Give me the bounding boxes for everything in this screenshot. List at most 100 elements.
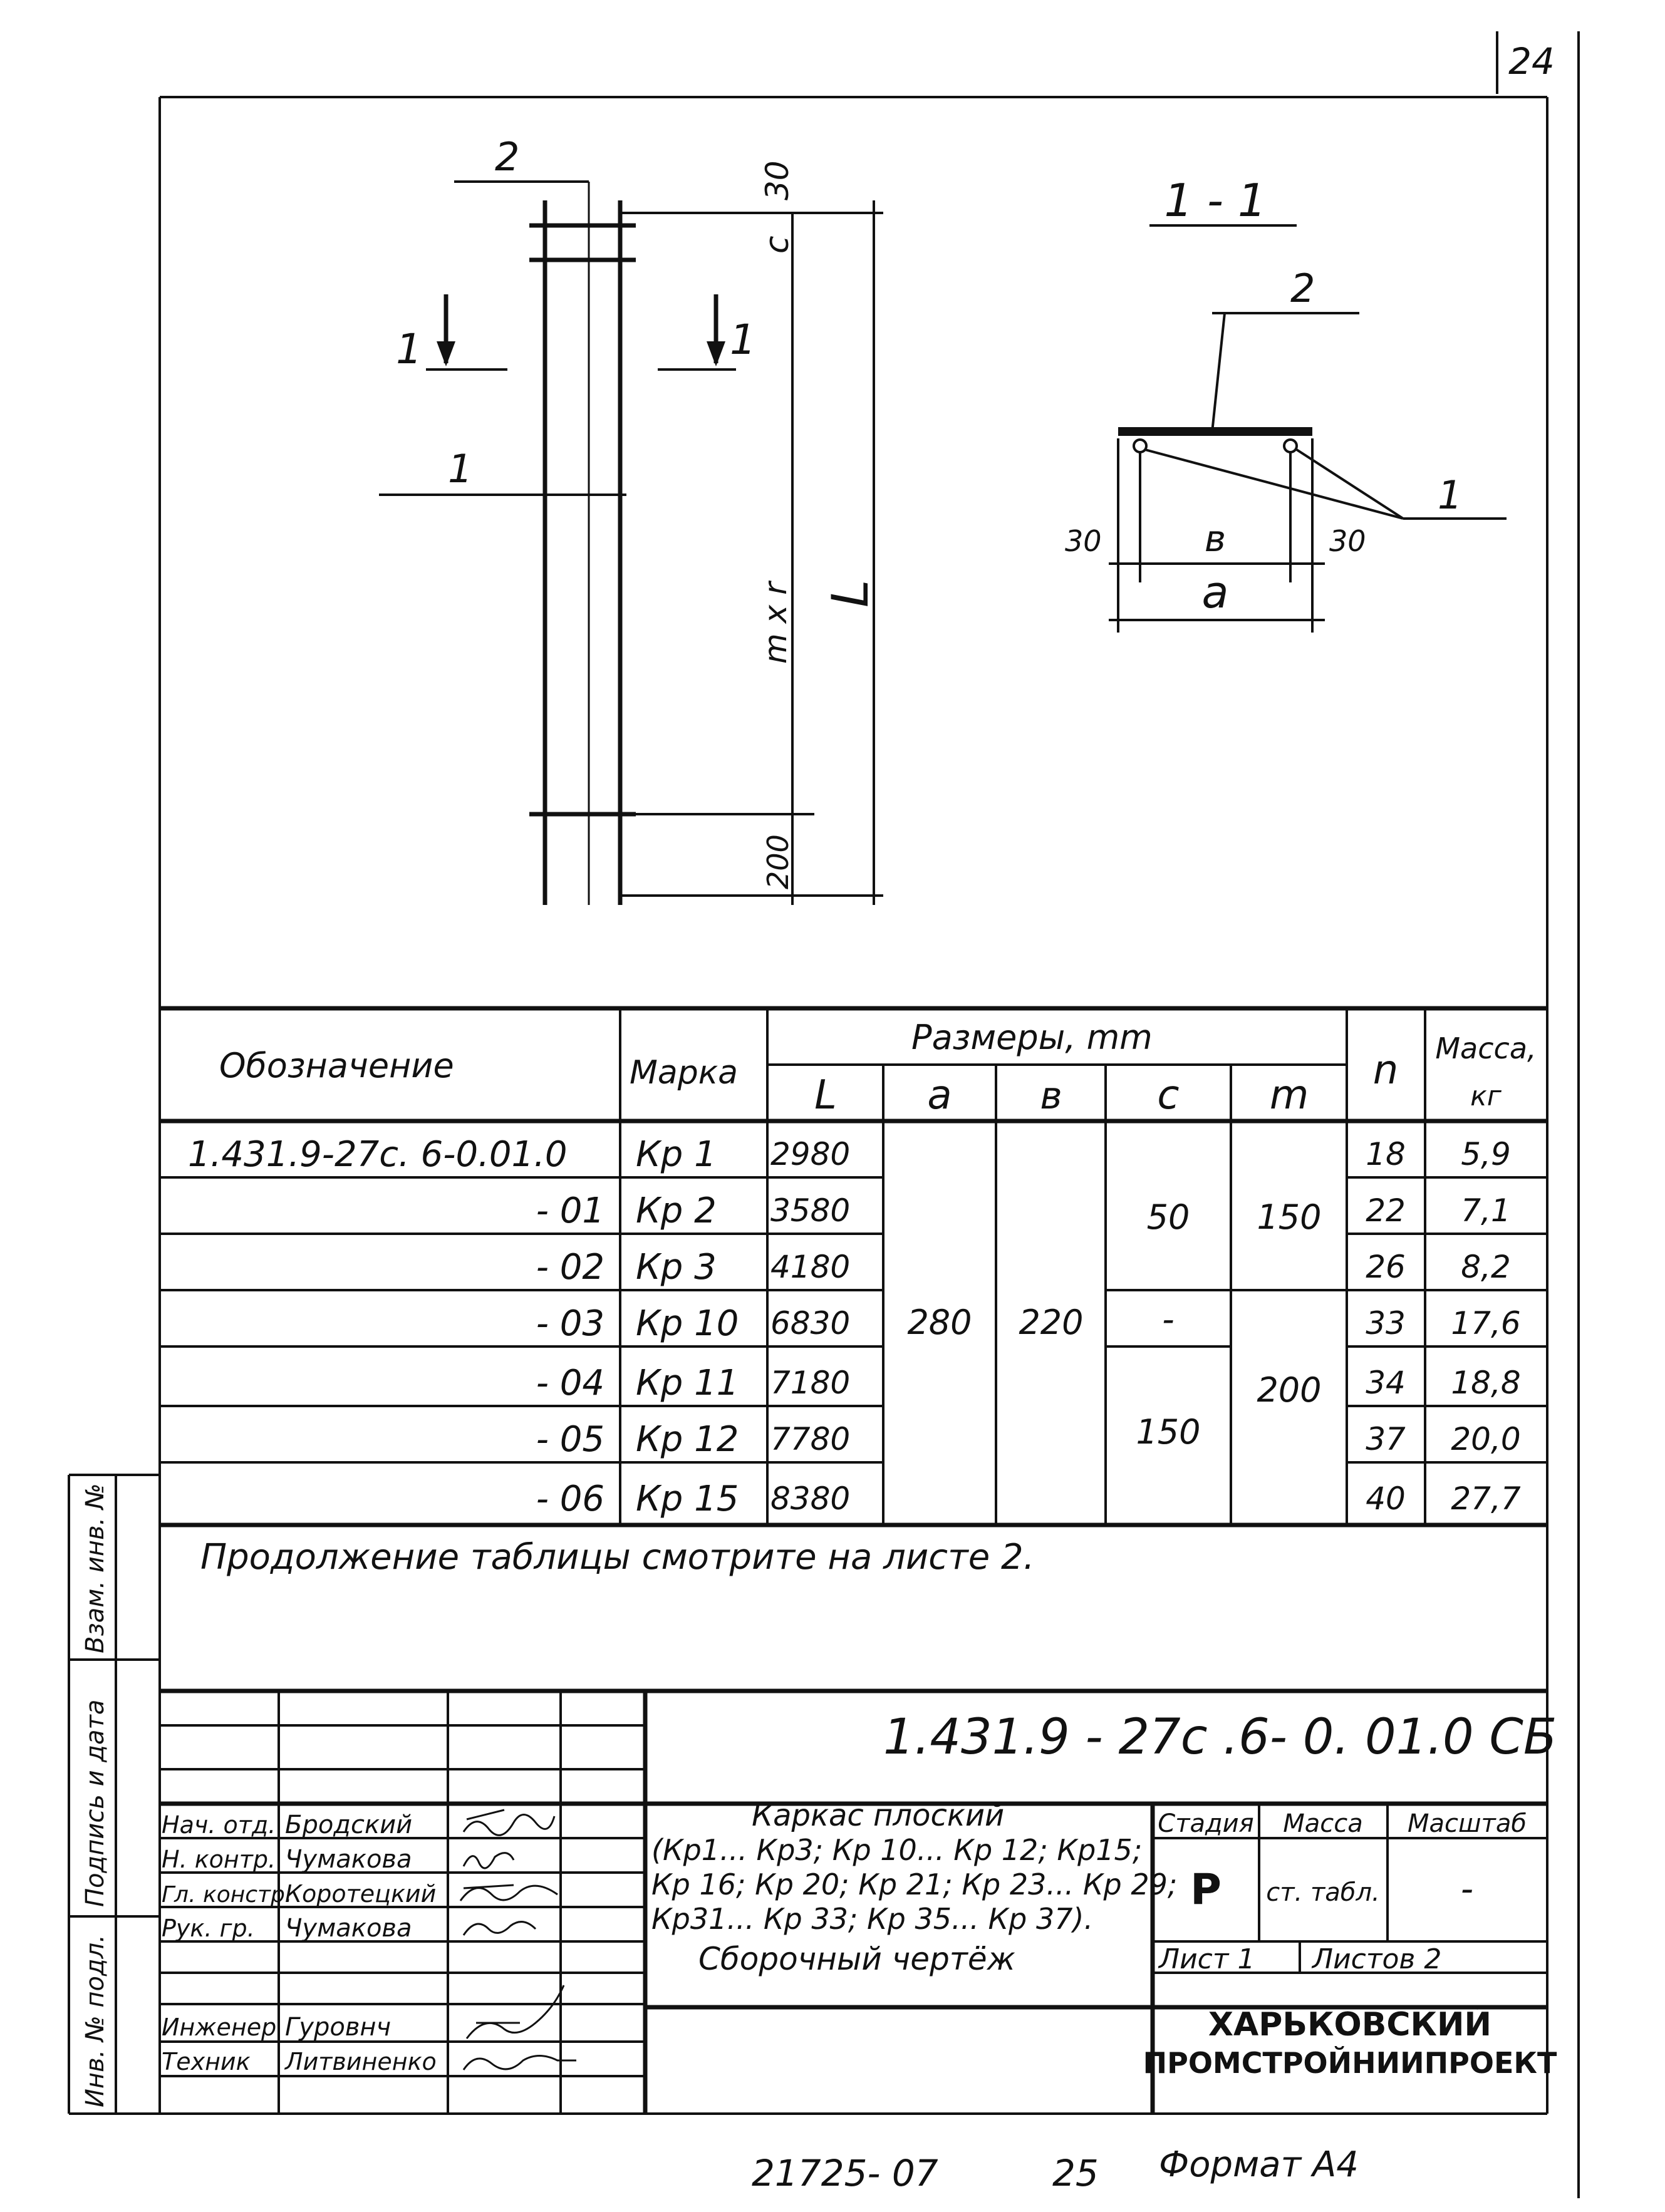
dim-bottom-200: 200	[761, 834, 795, 889]
cell-a-merged: 280	[907, 1303, 972, 1342]
staff-role: Нач. отд.	[162, 1811, 276, 1839]
cell-c-mid: -	[1162, 1300, 1175, 1339]
side-inv-orig: Инв. № подл.	[81, 1935, 110, 2107]
cell-L: 7180	[770, 1365, 850, 1401]
section-title: 1 - 1	[1164, 174, 1266, 227]
side-inv-replace: Взам. инв. №	[81, 1483, 110, 1653]
dim-top-30: 30	[759, 160, 796, 200]
cell-mass: 27,7	[1451, 1481, 1521, 1517]
cell-designation: - 03	[536, 1303, 604, 1344]
cell-mark: Кр 15	[636, 1479, 739, 1519]
elevation-pos2-label: 2	[495, 134, 519, 180]
staff-role: Рук. гр.	[162, 1915, 255, 1942]
cell-c-bot: 150	[1136, 1412, 1200, 1452]
staff-name: Литвиненко	[284, 2048, 437, 2075]
cell-mass: 5,9	[1461, 1136, 1511, 1172]
cell-designation: 1.431.9-27c. 6-0.01.0	[188, 1134, 568, 1175]
cell-designation: - 05	[536, 1419, 604, 1460]
title-line: (Кр1... Кр3; Кр 10... Кр 12; Кр15;	[651, 1833, 1142, 1867]
cell-designation: - 04	[536, 1363, 604, 1403]
dim-m-x-r: m x r	[757, 580, 794, 664]
th-c: c	[1157, 1072, 1179, 1119]
staff-name: Чумакова	[285, 1845, 412, 1874]
cell-mass: 8,2	[1461, 1249, 1511, 1285]
page-frame	[158, 31, 1580, 2198]
cell-designation: - 01	[536, 1191, 604, 1231]
dim-c: c	[759, 235, 796, 254]
cell-mark: Кр 3	[636, 1247, 717, 1288]
staff-name: Коротецкий	[285, 1880, 436, 1908]
org-line2: ПРОМСТРОЙНИИПРОЕКТ	[1143, 2046, 1557, 2080]
cell-n: 26	[1366, 1249, 1406, 1285]
cell-n: 37	[1366, 1421, 1406, 1457]
scale-label: Масштаб	[1408, 1809, 1527, 1838]
staff-name: Бродский	[285, 1811, 412, 1839]
footer-format: Формат А4	[1159, 2144, 1359, 2185]
staff-role: Техник	[162, 2048, 251, 2075]
section-mark-right: 1	[730, 316, 756, 364]
drawing-code: 1.431.9 - 27c .6- 0. 01.0 СБ	[883, 1709, 1557, 1765]
th-mark: Марка	[630, 1054, 738, 1092]
cell-mark: Кр 10	[636, 1303, 739, 1344]
cell-mark: Кр 12	[636, 1419, 739, 1460]
scale-value: -	[1461, 1869, 1473, 1910]
cell-mass: 17,6	[1451, 1305, 1520, 1341]
mass-value: ст. табл.	[1266, 1878, 1379, 1907]
cell-mark: Кр 1	[636, 1134, 717, 1175]
elevation-pos1-label: 1	[448, 446, 472, 492]
section-dim-b: в	[1205, 517, 1226, 560]
section-view	[1109, 224, 1507, 633]
staff-role: Н. контр.	[162, 1846, 276, 1873]
section-pos2-label: 2	[1290, 266, 1315, 311]
cell-L: 7780	[770, 1421, 850, 1457]
sheets-total: Листов 2	[1311, 1943, 1441, 1975]
spec-table-grid	[160, 1006, 1547, 1527]
cell-L: 6830	[770, 1305, 850, 1341]
cell-L: 2980	[770, 1136, 850, 1172]
footer-number: 21725- 07	[752, 2152, 938, 2194]
cell-b-merged: 220	[1019, 1303, 1083, 1342]
th-mass: Масса,	[1435, 1031, 1536, 1065]
title-line: Каркас плоский	[752, 1798, 1004, 1833]
section-dim-30-right: 30	[1329, 524, 1366, 558]
th-L: L	[814, 1072, 837, 1119]
staff-name: Гуровнч	[285, 2013, 391, 2042]
table-note: Продолжение таблицы смотрите на листе 2.	[200, 1537, 1034, 1578]
cell-mass: 18,8	[1451, 1365, 1520, 1401]
mass-label: Масса	[1283, 1809, 1363, 1838]
cell-m-top: 150	[1257, 1197, 1321, 1237]
signatures	[459, 1809, 576, 2070]
cell-mass: 7,1	[1461, 1192, 1511, 1229]
org-line1: ХАРЬКОВСКИЙ	[1208, 2005, 1491, 2044]
title-line: Кр 16; Кр 20; Кр 21; Кр 23... Кр 29;	[651, 1868, 1177, 1901]
th-mass-unit: кг	[1470, 1080, 1502, 1112]
cell-mark: Кр 2	[636, 1191, 717, 1231]
cell-c-top: 50	[1147, 1197, 1190, 1237]
th-m: m	[1270, 1072, 1309, 1119]
stage-label: Стадия	[1158, 1809, 1253, 1838]
cell-n: 22	[1366, 1192, 1406, 1229]
cell-L: 8380	[770, 1481, 850, 1517]
th-dimensions: Размеры, mm	[911, 1018, 1153, 1057]
cell-L: 4180	[770, 1249, 850, 1285]
cell-mass: 20,0	[1451, 1421, 1520, 1457]
th-n: n	[1373, 1047, 1399, 1093]
title-line: Кр31... Кр 33; Кр 35... Кр 37).	[651, 1902, 1093, 1936]
cell-n: 34	[1366, 1365, 1406, 1401]
title-line: Сборочный чертёж	[698, 1941, 1015, 1977]
staff-name: Чумакова	[285, 1914, 412, 1943]
page-number: 24	[1508, 40, 1555, 83]
side-sign-date: Подпись и дата	[81, 1700, 110, 1907]
cell-n: 40	[1366, 1481, 1406, 1517]
cell-mark: Кр 11	[636, 1363, 739, 1403]
sheet-number: Лист 1	[1158, 1943, 1255, 1975]
section-dim-a: a	[1202, 567, 1229, 618]
th-b: в	[1040, 1074, 1062, 1118]
cell-m-bot: 200	[1257, 1370, 1321, 1410]
section-dim-30-left: 30	[1065, 524, 1102, 558]
cell-L: 3580	[770, 1192, 850, 1229]
section-mark-left: 1	[396, 325, 422, 373]
cell-n: 18	[1366, 1136, 1406, 1172]
side-stamp	[68, 1474, 160, 2115]
th-a: a	[927, 1072, 952, 1119]
